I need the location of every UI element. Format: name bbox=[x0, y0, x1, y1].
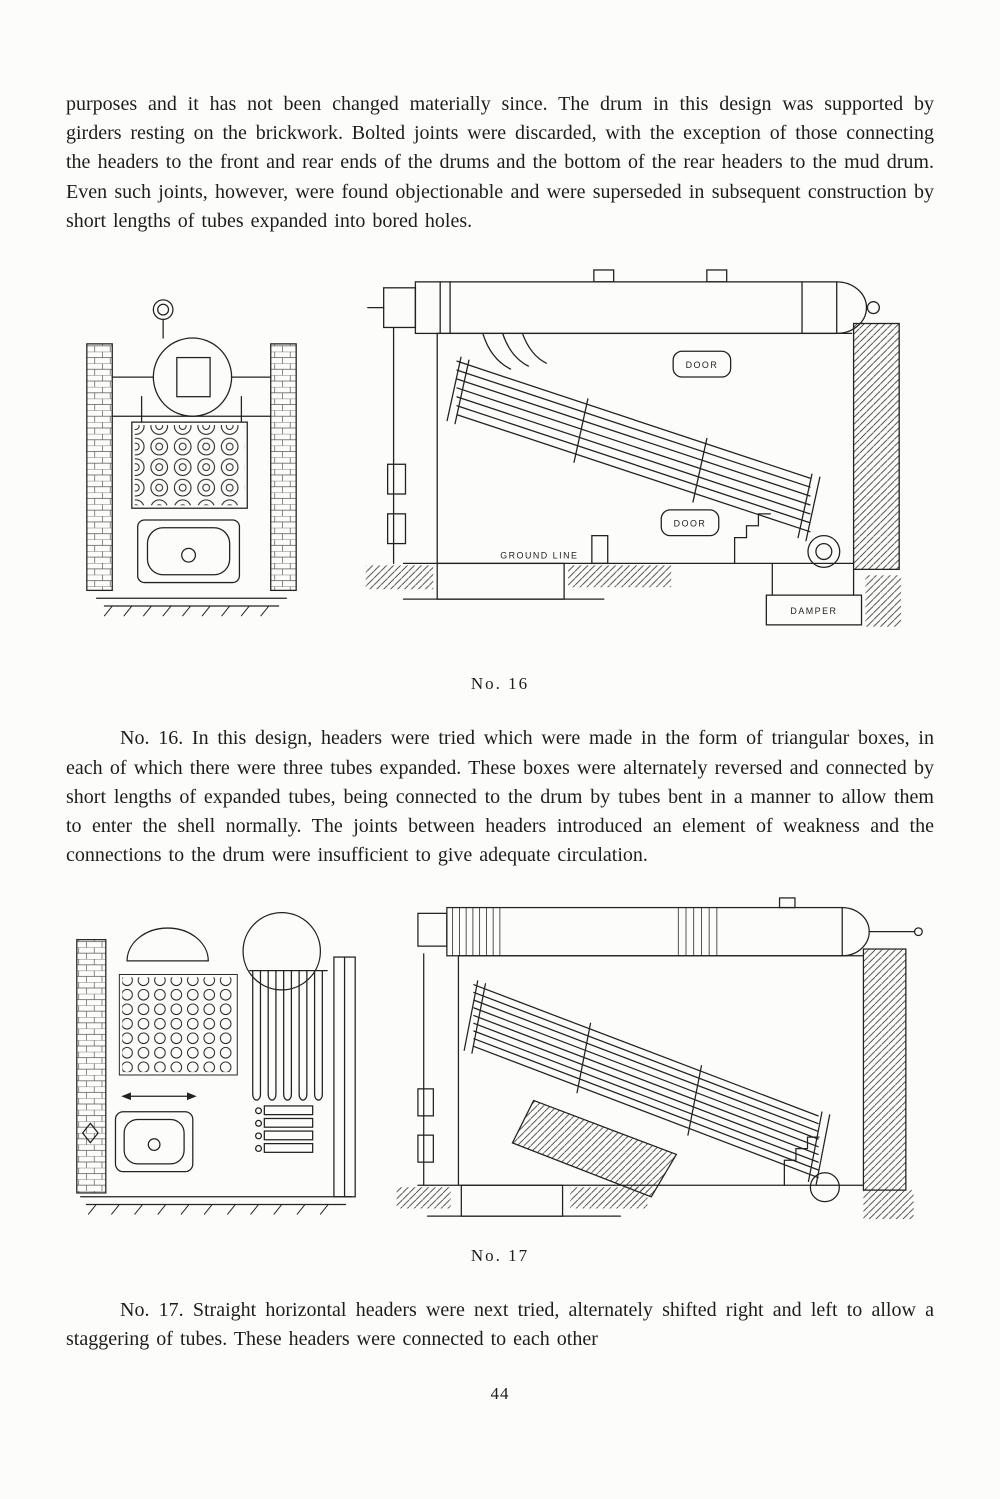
figure-16-row: DOOR DOOR GROUND LINE bbox=[66, 266, 934, 663]
paragraph-intro: purposes and it has not been changed mat… bbox=[66, 93, 934, 232]
figure-17-side-view-drawing bbox=[396, 897, 923, 1220]
figure-16-front-view-drawing bbox=[86, 299, 297, 617]
figure-16-caption: No. 16 bbox=[470, 674, 530, 694]
figure-17-caption: No. 17 bbox=[470, 1245, 530, 1265]
door-label-upper: DOOR bbox=[686, 360, 719, 370]
figure-17: No. 17 bbox=[66, 896, 934, 1266]
door-label-lower: DOOR bbox=[674, 519, 707, 529]
figure-16: DOOR DOOR GROUND LINE bbox=[66, 266, 934, 695]
paragraph-no17: No. 17. Straight horizontal headers were… bbox=[66, 1298, 934, 1351]
ground-line-label: GROUND LINE bbox=[500, 550, 578, 560]
damper-label: DAMPER bbox=[790, 606, 837, 616]
figure-17-row bbox=[66, 896, 934, 1234]
paragraph-no16: No. 16. In this design, headers were tri… bbox=[66, 727, 934, 867]
page-number: 44 bbox=[490, 1384, 510, 1404]
figure-16-side-view-drawing: DOOR DOOR GROUND LINE bbox=[365, 269, 902, 627]
figure-17-front-view-drawing bbox=[76, 911, 356, 1215]
